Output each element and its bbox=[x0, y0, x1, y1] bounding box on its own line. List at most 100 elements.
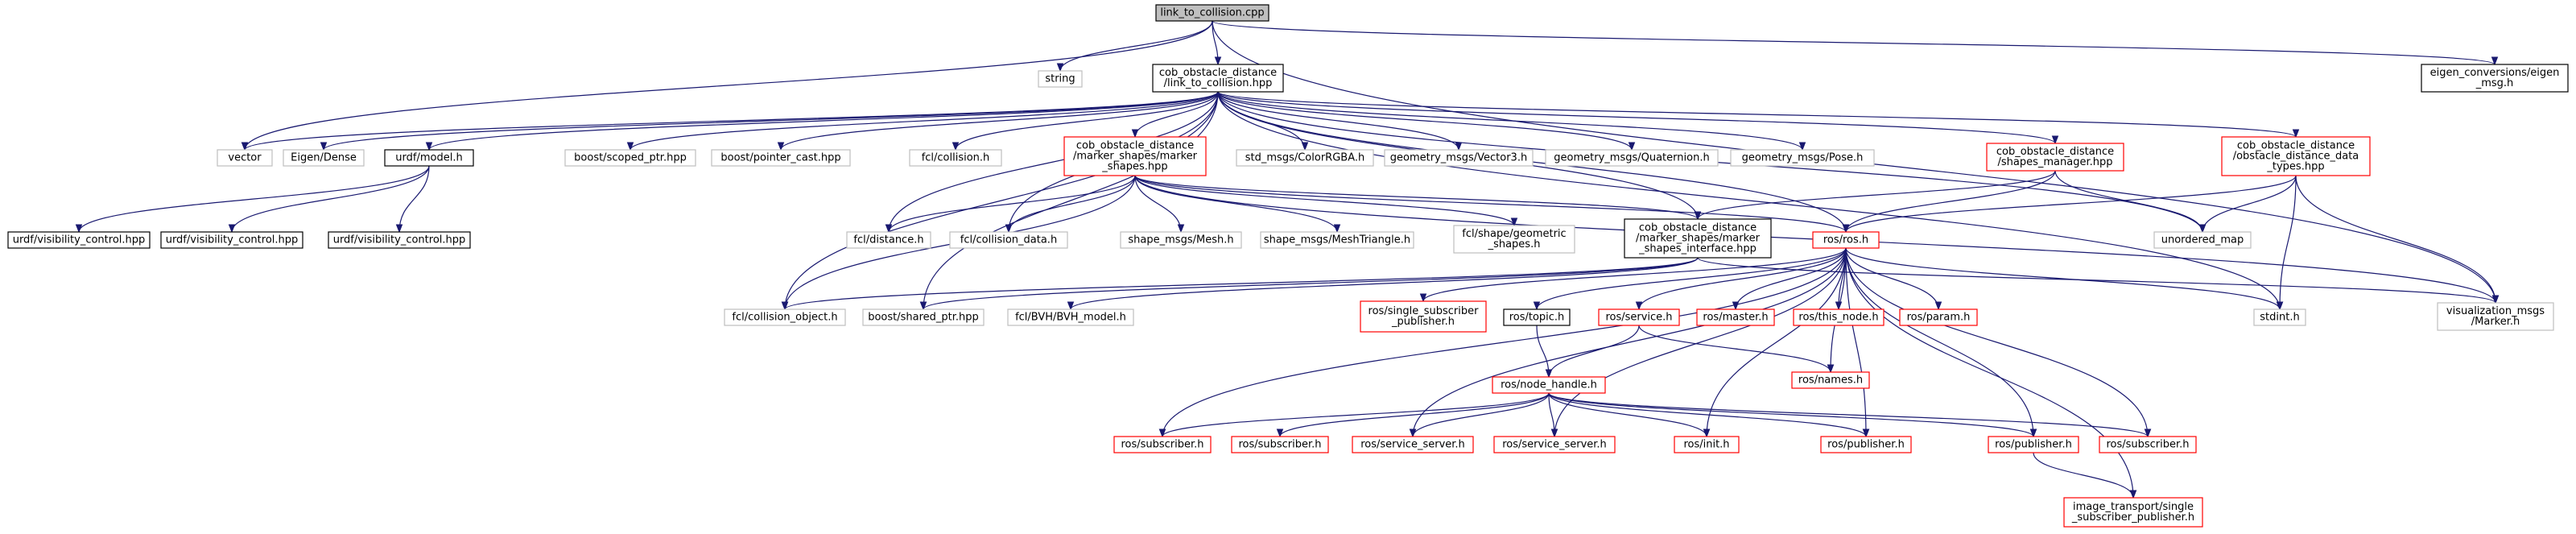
node-label-line: unordered_map bbox=[2161, 234, 2244, 246]
node-box bbox=[1545, 149, 1719, 167]
edge-data-types-to-unordered-map bbox=[2198, 175, 2297, 234]
node-label-line: ros/node_handle.h bbox=[1501, 379, 1597, 391]
edge-line bbox=[428, 91, 1219, 151]
node-img-transport[interactable]: image_transport/single_subscriber_publis… bbox=[2063, 497, 2203, 528]
node-box bbox=[1793, 308, 1885, 326]
node-box bbox=[1113, 436, 1212, 453]
node-label-line: _types.hpp bbox=[2266, 161, 2324, 173]
node-vis-ctrl-3[interactable]: urdf/visibility_control.hpp bbox=[328, 231, 471, 249]
node-vis-ctrl-2[interactable]: urdf/visibility_control.hpp bbox=[160, 231, 303, 249]
node-ros-service[interactable]: ros/service.h bbox=[1598, 308, 1680, 326]
edge-line bbox=[244, 20, 1213, 151]
edge-l2c-hpp-to-pointer-cast bbox=[777, 91, 1219, 151]
edge-line bbox=[323, 91, 1219, 151]
node-shapes-mgr[interactable]: cob_obstacle_distance/shapes_manager.hpp bbox=[1986, 143, 2124, 172]
node-single-sub-pub[interactable]: ros/single_subscriber_publisher.h bbox=[1360, 300, 1487, 333]
node-pointer-cast: boost/pointer_cast.hpp bbox=[711, 149, 851, 167]
node-root[interactable]: link_to_collision.cpp bbox=[1155, 4, 1269, 22]
edge-line bbox=[1134, 175, 1182, 233]
edge-root-to-string bbox=[1056, 20, 1213, 72]
edges-layer bbox=[75, 20, 2500, 499]
edge-line bbox=[1845, 247, 2149, 437]
edge-arrowhead bbox=[2276, 301, 2284, 311]
node-ros-init[interactable]: ros/init.h bbox=[1674, 436, 1740, 453]
node-ros-param[interactable]: ros/param.h bbox=[1899, 308, 1978, 326]
node-fcl-geom: fcl/shape/geometric_shapes.h bbox=[1453, 225, 1575, 254]
node-label-line: ros/single_subscriber bbox=[1368, 305, 1480, 317]
edge-ros-h-to-ros-param bbox=[1845, 247, 1942, 311]
edge-ros-service-to-node-handle bbox=[1545, 325, 1640, 379]
node-box bbox=[7, 231, 151, 249]
edge-line bbox=[1212, 20, 2496, 65]
node-ros-pub-2[interactable]: ros/publisher.h bbox=[1988, 436, 2079, 453]
node-ros-names[interactable]: ros/names.h bbox=[1791, 371, 1870, 389]
node-label-line: urdf/model.h bbox=[395, 152, 462, 164]
node-node-handle[interactable]: ros/node_handle.h bbox=[1492, 376, 1606, 394]
node-label-line: _msg.h bbox=[2475, 77, 2514, 89]
edge-arrowhead bbox=[2029, 428, 2037, 438]
edge-l2c-hpp-to-scoped-ptr bbox=[626, 91, 1219, 151]
edge-arrowhead bbox=[395, 224, 403, 234]
node-box bbox=[1152, 64, 1284, 93]
edge-line bbox=[78, 165, 430, 233]
node-svc-server-1[interactable]: ros/service_server.h bbox=[1352, 436, 1474, 453]
node-label-line: stdint.h bbox=[2260, 312, 2299, 324]
node-label-line: ros/service_server.h bbox=[1360, 439, 1465, 451]
node-box bbox=[1503, 308, 1571, 326]
node-label-line: ros/ros.h bbox=[1823, 234, 1868, 246]
edge-line bbox=[1554, 247, 1847, 437]
node-marker-shapes[interactable]: cob_obstacle_distance/marker_shapes/mark… bbox=[1063, 136, 1207, 176]
node-box bbox=[711, 149, 851, 167]
edge-root-to-eigen-conv bbox=[1212, 20, 2499, 66]
node-l2c-hpp[interactable]: cob_obstacle_distance/link_to_collision.… bbox=[1152, 64, 1284, 93]
node-ros-master[interactable]: ros/master.h bbox=[1696, 308, 1775, 326]
edge-line bbox=[1059, 20, 1213, 72]
node-box bbox=[1820, 436, 1912, 453]
edge-line bbox=[1638, 325, 1831, 373]
edge-arrowhead bbox=[1703, 428, 1711, 438]
node-box bbox=[217, 149, 273, 167]
node-shape-mesh: shape_msgs/Mesh.h bbox=[1120, 231, 1242, 249]
edge-line bbox=[1845, 247, 1939, 310]
node-box bbox=[283, 149, 365, 167]
node-label-line: string bbox=[1045, 73, 1075, 85]
edge-urdf-model-to-vis-ctrl-2 bbox=[228, 165, 430, 234]
edge-line bbox=[780, 91, 1219, 151]
edge-line bbox=[1412, 392, 1550, 437]
node-box bbox=[1260, 231, 1414, 249]
node-ros-h[interactable]: ros/ros.h bbox=[1812, 231, 1880, 249]
node-ros-pub-1[interactable]: ros/publisher.h bbox=[1820, 436, 1912, 453]
node-svc-server-2[interactable]: ros/service_server.h bbox=[1493, 436, 1616, 453]
node-data-types[interactable]: cob_obstacle_distance/obstacle_distance_… bbox=[2221, 136, 2371, 176]
node-unordered-map: unordered_map bbox=[2153, 231, 2252, 249]
edge-arrowhead bbox=[781, 301, 789, 311]
edge-line bbox=[1217, 91, 1633, 151]
node-vis-ctrl-1[interactable]: urdf/visibility_control.hpp bbox=[7, 231, 151, 249]
node-label-line: /shapes_manager.hpp bbox=[1998, 156, 2113, 168]
node-label-line: ros/this_node.h bbox=[1798, 312, 1878, 324]
node-ros-this-node[interactable]: ros/this_node.h bbox=[1793, 308, 1885, 326]
edge-arrowhead bbox=[425, 142, 433, 151]
node-label-line: _shapes_interface.hpp bbox=[1638, 243, 1757, 255]
edge-l2c-hpp-to-urdf-model bbox=[425, 91, 1219, 151]
edge-arrowhead bbox=[228, 224, 236, 234]
node-label-line: image_transport/single bbox=[2073, 501, 2194, 513]
node-box bbox=[1899, 308, 1978, 326]
node-ros-topic[interactable]: ros/topic.h bbox=[1503, 308, 1571, 326]
edge-arrowhead bbox=[1798, 142, 1806, 151]
edge-line bbox=[1217, 91, 2297, 138]
node-ros-sub-3[interactable]: ros/subscriber.h bbox=[2099, 436, 2197, 453]
node-label-line: ros/param.h bbox=[1907, 312, 1971, 324]
node-box bbox=[1384, 149, 1534, 167]
node-label-line: ros/publisher.h bbox=[1827, 439, 1905, 451]
node-eigen-conv[interactable]: eigen_conversions/eigen_msg.h bbox=[2421, 64, 2569, 93]
node-urdf-model[interactable]: urdf/model.h bbox=[384, 149, 474, 167]
edge-ros-h-to-ros-pub-2 bbox=[1845, 247, 2037, 438]
node-ros-sub-1[interactable]: ros/subscriber.h bbox=[1113, 436, 1212, 453]
edge-arrowhead bbox=[2292, 129, 2300, 139]
edge-arrowhead bbox=[1177, 224, 1185, 234]
node-ros-sub-2[interactable]: ros/subscriber.h bbox=[1231, 436, 1329, 453]
node-stdint: stdint.h bbox=[2253, 308, 2306, 326]
node-shapes-iface[interactable]: cob_obstacle_distance/marker_shapes/mark… bbox=[1624, 218, 1772, 259]
edge-ros-h-to-ros-master bbox=[1732, 247, 1847, 311]
